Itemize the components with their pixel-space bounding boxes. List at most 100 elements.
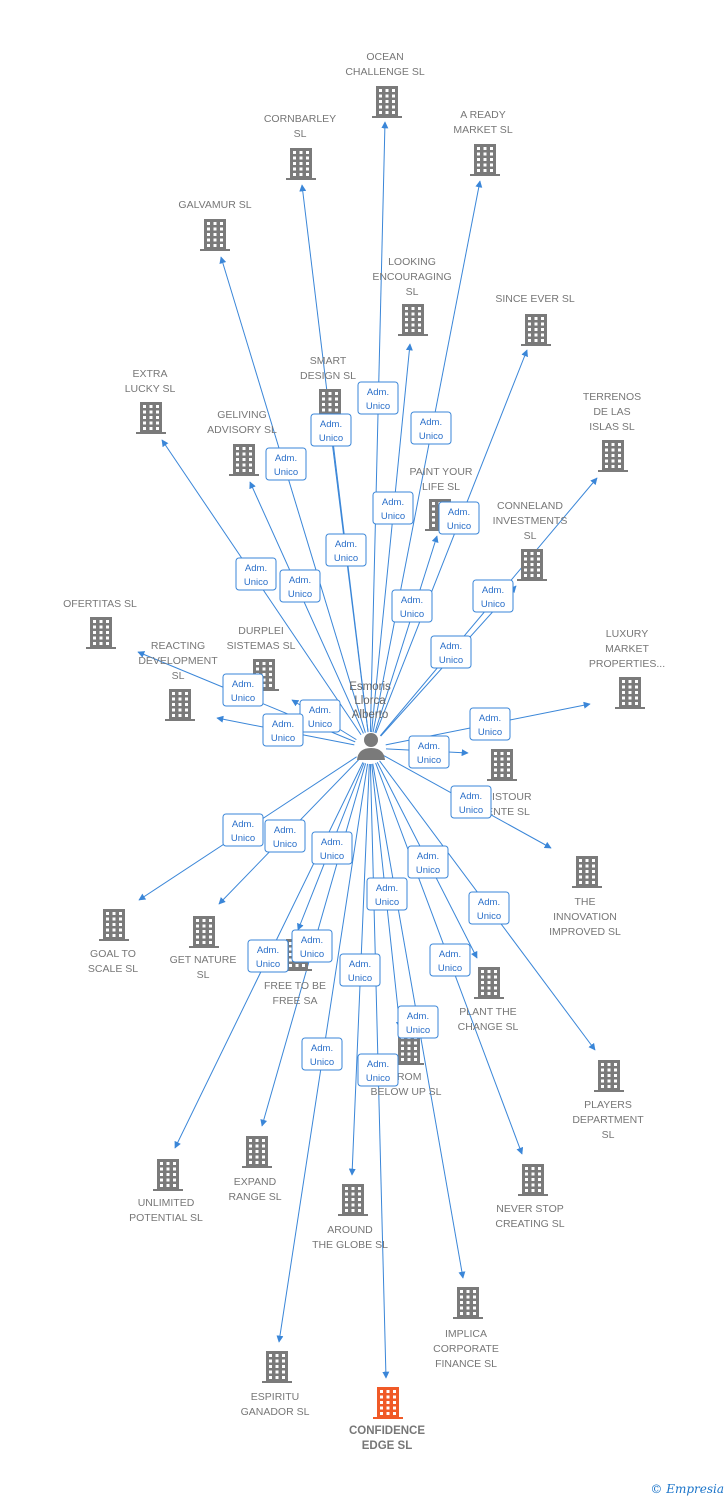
- building-icon-confidence-edge[interactable]: [373, 1387, 403, 1419]
- building-icon-from-below-up[interactable]: [394, 1033, 424, 1065]
- relation-label-plant-the-change[interactable]: Adm.Unico: [407, 845, 449, 879]
- relation-label-terrenos-de-las-islas[interactable]: Adm. Unico: [472, 579, 514, 613]
- relation-label-ofertitas[interactable]: Adm.Unico: [222, 673, 264, 707]
- relation-label-luxury-market-properties[interactable]: Adm.Unico: [469, 707, 511, 741]
- building-icon-luxury-market-properties[interactable]: [615, 677, 645, 709]
- relation-label-durplei-sistemas[interactable]: Adm.Unico: [299, 699, 341, 733]
- building-icon-distour-ente[interactable]: [487, 749, 517, 781]
- relation-label-paint-your-life[interactable]: Adm.Unico: [391, 589, 433, 623]
- relation-label-players-department[interactable]: Adm.Unico: [468, 891, 510, 925]
- relation-label-expand-range[interactable]: Adm.Unico: [291, 929, 333, 963]
- building-icon-galvamur[interactable]: [200, 219, 230, 251]
- building-icon-terrenos-de-las-islas[interactable]: [598, 440, 628, 472]
- relation-label-implica-corporate-finance[interactable]: Adm.Unico: [397, 1005, 439, 1039]
- building-icon-expand-range[interactable]: [242, 1136, 272, 1168]
- company-label-galvamur[interactable]: GALVAMUR SL: [178, 199, 251, 211]
- company-label-line: GET NATURE: [170, 954, 237, 966]
- company-label-since-ever[interactable]: SINCE EVER SL: [495, 293, 575, 305]
- building-icon-never-stop-creating[interactable]: [518, 1164, 548, 1196]
- building-icon-plant-the-change[interactable]: [474, 967, 504, 999]
- relation-label-since-ever[interactable]: Adm.Unico: [438, 501, 480, 535]
- building-icon-reacting-development[interactable]: [165, 689, 195, 721]
- relation-label-smart-design[interactable]: Adm.Unico: [325, 533, 367, 567]
- building-icon-goal-to-scale[interactable]: [99, 909, 129, 941]
- building-icon-a-ready-market[interactable]: [470, 144, 500, 176]
- relation-label-goal-to-scale[interactable]: Adm.Unico: [222, 813, 264, 847]
- building-icon-the-innovation-improved[interactable]: [572, 856, 602, 888]
- relation-label-extra-lucky[interactable]: Adm.Unico: [235, 557, 277, 591]
- building-icon-geliving-advisory[interactable]: [229, 444, 259, 476]
- building-icon-ocean-challenge[interactable]: [372, 86, 402, 118]
- relation-label-unlimited-potential[interactable]: Adm.Unico: [247, 939, 289, 973]
- relation-label-text: Unico: [273, 839, 297, 850]
- relation-label-espiritu-ganador[interactable]: Adm.Unico: [301, 1037, 343, 1071]
- company-label-line: PROPERTIES...: [589, 658, 665, 670]
- relation-label-text: Unico: [481, 599, 505, 610]
- relation-label-conneland-investments[interactable]: Adm.Unico: [430, 635, 472, 669]
- building-icon-cornbarley[interactable]: [286, 148, 316, 180]
- building-icon-ofertitas[interactable]: [86, 617, 116, 649]
- relation-label-looking-encouraging[interactable]: Adm.Unico: [372, 491, 414, 525]
- building-icon-extra-lucky[interactable]: [136, 402, 166, 434]
- relation-label-ocean-challenge[interactable]: Adm.Unico: [357, 381, 399, 415]
- building-icon-implica-corporate-finance[interactable]: [453, 1287, 483, 1319]
- relation-label-never-stop-creating[interactable]: Adm.Unico: [429, 943, 471, 977]
- building-icon-looking-encouraging[interactable]: [398, 304, 428, 336]
- relation-label-text: Adm.: [367, 1059, 389, 1070]
- building-icon-players-department[interactable]: [594, 1060, 624, 1092]
- building-icon-around-the-globe[interactable]: [338, 1184, 368, 1216]
- building-icon-get-nature[interactable]: [189, 916, 219, 948]
- relation-label-galvamur[interactable]: Adm.Unico: [265, 447, 307, 481]
- footer-brand[interactable]: © Empresia: [650, 1482, 724, 1496]
- person-icon[interactable]: [357, 733, 385, 760]
- building-icon-unlimited-potential[interactable]: [153, 1159, 183, 1191]
- company-label-ofertitas[interactable]: OFERTITAS SL: [63, 598, 137, 610]
- relation-label-free-to-be-free[interactable]: Adm.Unico: [311, 831, 353, 865]
- company-label-line: RANGE SL: [228, 1191, 281, 1203]
- relation-label-text: Adm.: [440, 641, 462, 652]
- relation-label-the-innovation-improved[interactable]: Adm.Unico: [450, 785, 492, 819]
- relation-label-a-ready-market[interactable]: Adm.Unico: [410, 411, 452, 445]
- building-icon-since-ever[interactable]: [521, 314, 551, 346]
- relation-label-geliving-advisory[interactable]: Adm.Unico: [279, 569, 321, 603]
- building-icon-espiritu-ganador[interactable]: [262, 1351, 292, 1383]
- building-icon-conneland-investments[interactable]: [517, 549, 547, 581]
- relation-label-from-below-up[interactable]: Adm.Unico: [366, 877, 408, 911]
- relation-label-get-nature[interactable]: Adm.Unico: [264, 819, 306, 853]
- relation-label-cornbarley[interactable]: Adm.Unico: [310, 413, 352, 447]
- relation-label-text: Adm.: [482, 585, 504, 596]
- relation-label-reacting-development[interactable]: Adm.Unico: [262, 713, 304, 747]
- relation-label-around-the-globe[interactable]: Adm.Unico: [339, 953, 381, 987]
- relation-label-confidence-edge[interactable]: Adm.Unico: [357, 1053, 399, 1087]
- relation-label-distour-ente[interactable]: Adm.Unico: [408, 735, 450, 769]
